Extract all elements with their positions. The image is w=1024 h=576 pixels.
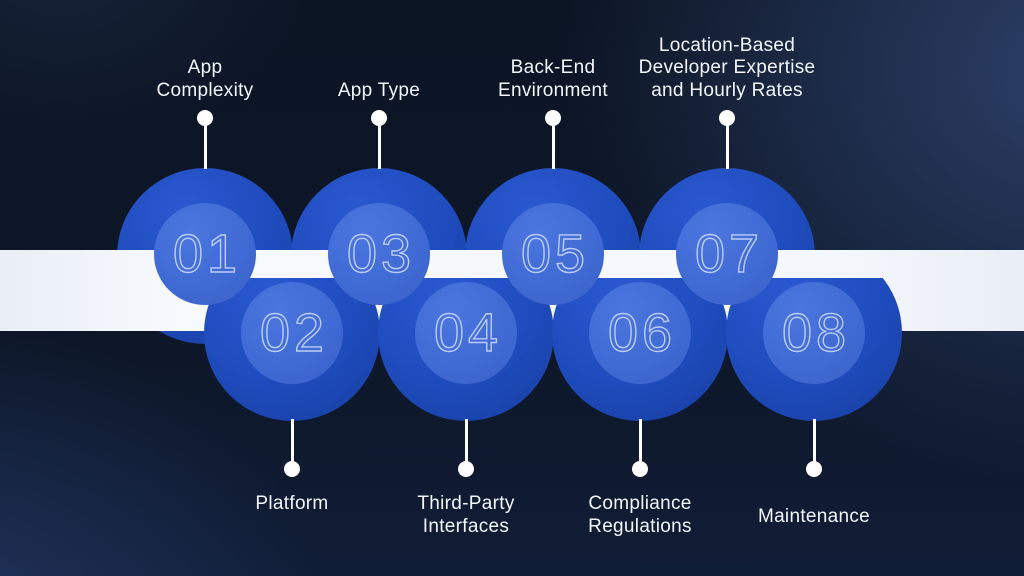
label-line: Back-End: [510, 57, 596, 78]
label-line: App Type: [337, 79, 421, 101]
item-label: Third-Party Interfaces: [316, 493, 616, 538]
step-number: 08: [781, 302, 851, 363]
inner-circle: 03: [328, 203, 430, 305]
step-number: 02: [259, 302, 329, 363]
connector-dot: [632, 461, 648, 477]
inner-circle: 02: [241, 282, 343, 384]
step-number: 01: [172, 223, 242, 284]
connector-dot: [284, 461, 300, 477]
item-label: Back-End Environment: [403, 28, 703, 102]
timeline-item-08: 08 Maintenance: [664, 0, 964, 576]
connector-dot: [371, 110, 387, 126]
connector-line: [377, 125, 381, 169]
connector-line: [203, 125, 207, 169]
inner-circle: 01: [154, 203, 256, 305]
item-label: App Type: [229, 28, 529, 102]
connector-line: [725, 125, 729, 169]
connector-dot: [458, 461, 474, 477]
label-line: Compliance: [588, 493, 692, 514]
inner-circle: 04: [415, 282, 517, 384]
connector-line: [551, 125, 555, 169]
step-number: 07: [694, 223, 764, 284]
connector-dot: [719, 110, 735, 126]
connector-dot: [806, 461, 822, 477]
timeline-item-04: 04 Third-Party Interfaces: [316, 0, 616, 576]
label-line: and Hourly Rates: [651, 79, 803, 101]
connector-dot: [545, 110, 561, 126]
step-number: 05: [520, 223, 590, 284]
timeline-item-02: 02 Platform: [142, 0, 442, 576]
inner-circle: 06: [589, 282, 691, 384]
label-line: Third-Party: [417, 493, 515, 514]
connector-line: [812, 419, 816, 462]
item-label: Platform: [142, 493, 442, 516]
step-number: 06: [607, 302, 677, 363]
step-number: 04: [433, 302, 503, 363]
label-line: Interfaces: [422, 515, 510, 537]
label-line: Developer Expertise: [638, 57, 816, 78]
item-label: Compliance Regulations: [490, 493, 790, 538]
label-line: Maintenance: [757, 506, 871, 527]
timeline-item-06: 06 Compliance Regulations: [490, 0, 790, 576]
label-line: Platform: [255, 493, 329, 514]
item-label: App Complexity: [55, 28, 355, 102]
label-line: Complexity: [156, 79, 254, 101]
connector-line: [464, 419, 468, 462]
label-line: Location-Based: [658, 34, 796, 56]
inner-circle: 05: [502, 203, 604, 305]
connector-line: [638, 419, 642, 462]
connector-line: [290, 419, 294, 462]
item-label: Location-Based Developer Expertise and H…: [577, 28, 877, 102]
inner-circle: 07: [676, 203, 778, 305]
label-line: Environment: [498, 79, 608, 101]
connector-dot: [197, 110, 213, 126]
item-label: Maintenance: [664, 506, 964, 529]
inner-circle: 08: [763, 282, 865, 384]
step-number: 03: [346, 223, 416, 284]
label-line: App: [187, 57, 223, 78]
label-line: Regulations: [588, 515, 692, 537]
